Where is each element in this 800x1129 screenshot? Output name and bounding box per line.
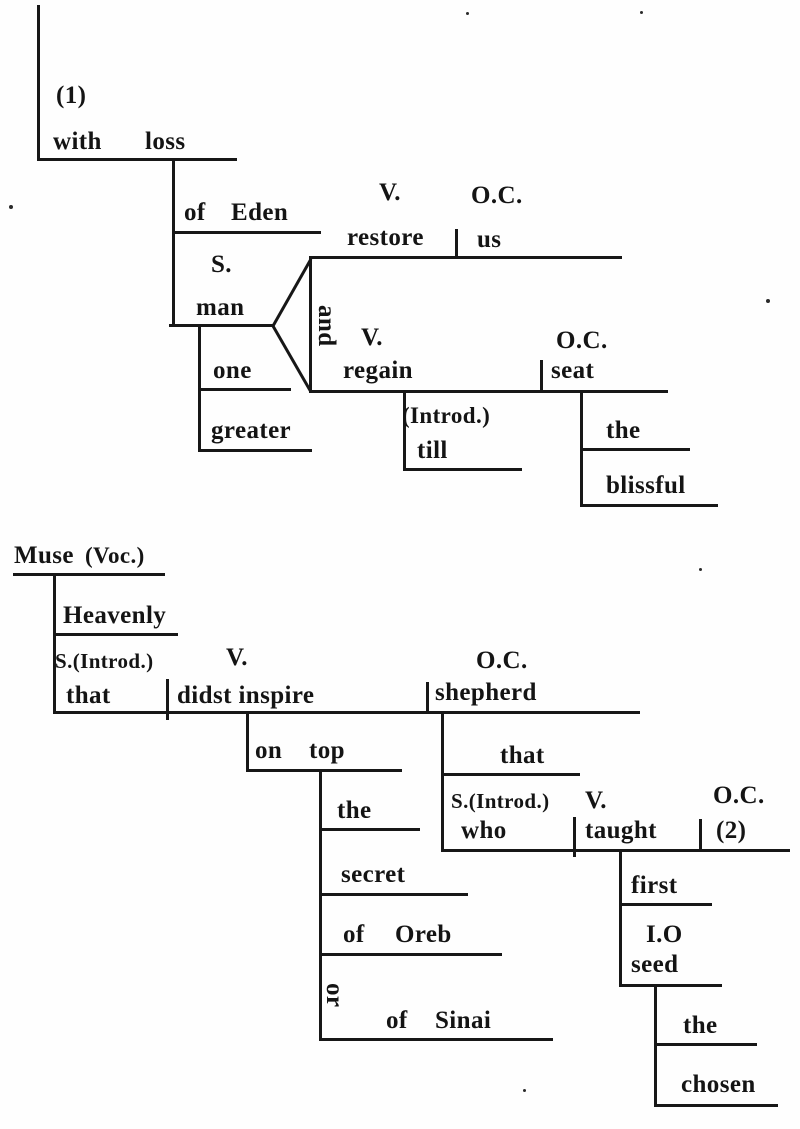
line-leadin-vertical <box>37 5 40 160</box>
role-label-object-us: O.C. <box>471 182 523 209</box>
line-blissful <box>580 504 718 507</box>
word-secret: secret <box>341 861 406 888</box>
word-loss: loss <box>145 128 186 155</box>
word-eden: Eden <box>231 199 289 226</box>
clause-number-1: (1) <box>56 82 87 109</box>
line-first <box>619 903 712 906</box>
word-heavenly: Heavenly <box>63 602 167 629</box>
line-of-sinai <box>319 1038 553 1041</box>
line-secret <box>319 893 468 896</box>
line-the-seed <box>654 1043 757 1046</box>
word-us: us <box>477 226 502 253</box>
word-didst-inspire: didst inspire <box>177 682 315 709</box>
line-taught-drop <box>619 849 622 986</box>
fork-diagonals <box>271 258 313 393</box>
word-the-seat: the <box>606 417 641 444</box>
line-seed <box>619 984 722 987</box>
line-heavenly <box>53 633 178 636</box>
role-label-object-seat: O.C. <box>556 327 608 354</box>
word-shepherd: shepherd <box>435 679 537 706</box>
line-of-eden <box>172 231 321 234</box>
scan-speck <box>9 205 13 209</box>
line-chosen <box>654 1104 778 1107</box>
word-top: top <box>309 737 345 764</box>
line-clause-regain-seat <box>309 390 668 393</box>
line-on-top <box>246 769 402 772</box>
word-of-oreb-prep: of <box>343 921 365 948</box>
line-drop-to-man <box>172 158 175 327</box>
word-blissful: blissful <box>606 472 686 499</box>
word-the-top: the <box>337 797 372 824</box>
conjunction-or: or <box>321 982 348 1008</box>
line-till-drop <box>403 390 406 471</box>
word-muse: Muse <box>14 542 74 569</box>
scan-speck <box>466 12 469 15</box>
word-chosen: chosen <box>681 1071 756 1098</box>
role-label-object-shepherd: O.C. <box>476 647 528 674</box>
role-label-verb-inspire: V. <box>226 644 248 671</box>
scan-speck <box>523 1089 526 1092</box>
word-greater: greater <box>211 417 292 444</box>
word-regain: regain <box>343 357 413 384</box>
word-sinai: Sinai <box>435 1007 492 1034</box>
scan-speck <box>640 11 643 14</box>
divider-taught-object <box>699 819 702 852</box>
role-label-object-clause2: O.C. <box>713 782 765 809</box>
word-taught: taught <box>585 817 657 844</box>
clause-number-2: (2) <box>716 817 747 844</box>
divider-regain-seat <box>540 360 543 393</box>
word-till: till <box>417 437 448 464</box>
scan-speck <box>766 299 770 303</box>
role-label-subject-introd-rel: S.(Introd.) <box>451 789 550 813</box>
role-label-introd-till: (Introd.) <box>402 403 491 428</box>
line-greater <box>198 449 312 452</box>
scan-speck <box>699 568 702 571</box>
role-label-verb-regain: V. <box>361 324 383 351</box>
role-label-subject-introd: S.(Introd.) <box>55 649 154 673</box>
line-that-rel <box>441 773 580 776</box>
word-the-seed: the <box>683 1012 718 1039</box>
word-one: one <box>213 357 252 384</box>
role-label-verb-restore: V. <box>379 179 401 206</box>
line-top-modifier-drop <box>319 769 322 1041</box>
line-with-loss <box>37 158 237 161</box>
line-shepherd-drop <box>441 711 444 851</box>
word-with: with <box>53 128 102 155</box>
word-oreb: Oreb <box>395 921 452 948</box>
word-restore: restore <box>347 224 424 251</box>
word-first: first <box>631 872 678 899</box>
role-label-verb-taught: V. <box>585 787 607 814</box>
line-one <box>198 388 291 391</box>
line-till <box>403 468 522 471</box>
divider-restore-us <box>455 229 458 259</box>
line-inspire-drop <box>246 711 249 771</box>
line-muse-drop <box>53 573 56 714</box>
line-fork-bar <box>309 256 312 392</box>
line-relative-clause <box>441 849 790 852</box>
word-man: man <box>196 294 245 321</box>
word-of-sinai-prep: of <box>386 1007 408 1034</box>
role-label-subject: S. <box>211 251 232 278</box>
word-of-eden-prep: of <box>184 199 206 226</box>
word-who: who <box>461 817 507 844</box>
divider-inspire-shepherd <box>426 682 429 714</box>
divider-who-taught <box>573 817 576 857</box>
word-that-subject: that <box>66 682 111 709</box>
line-of-oreb <box>319 953 502 956</box>
line-muse <box>13 573 165 576</box>
conjunction-and: and <box>313 305 340 347</box>
word-that-relative: that <box>500 742 545 769</box>
word-seed: seed <box>631 951 679 978</box>
line-the-seat <box>580 448 690 451</box>
role-label-indirect-object: I.O <box>646 921 683 948</box>
line-the-top <box>319 828 420 831</box>
line-man <box>169 324 273 327</box>
role-label-vocative: (Voc.) <box>85 543 145 568</box>
line-clause-restore-us <box>309 256 622 259</box>
word-seat: seat <box>551 357 595 384</box>
line-main-clause <box>53 711 640 714</box>
divider-that-didst <box>166 679 169 720</box>
word-on: on <box>255 737 283 764</box>
